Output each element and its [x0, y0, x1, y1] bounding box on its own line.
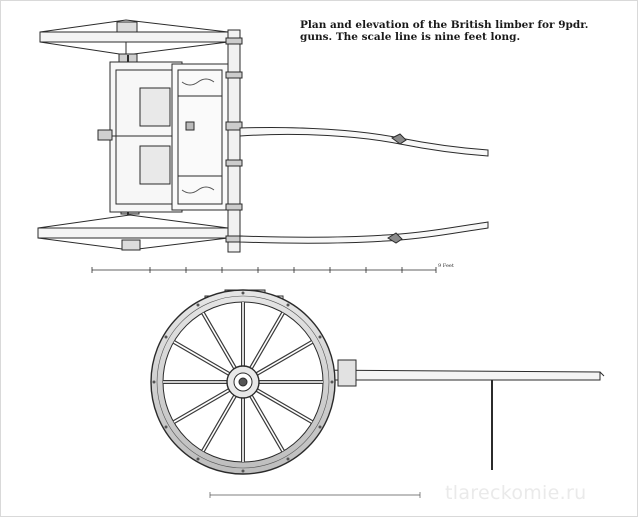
plan-view: [37, 19, 489, 253]
scale-line-plan: [91, 267, 437, 273]
tyre-bolts: [152, 291, 334, 473]
elevation-view: [150, 289, 605, 475]
elevation-wheel: [150, 289, 336, 475]
scale-end-label: 9 Feet: [438, 263, 454, 269]
splinter-bar-fittings: [225, 37, 243, 243]
figure-caption: Plan and elevation of the British limber…: [300, 19, 589, 43]
shaft-lower: [239, 221, 489, 244]
scale-line-elevation: [209, 492, 421, 498]
watermark: tlareckomie.ru: [445, 482, 587, 504]
plan-wheel-upper: [39, 19, 229, 67]
shaft-upper: [239, 126, 489, 157]
